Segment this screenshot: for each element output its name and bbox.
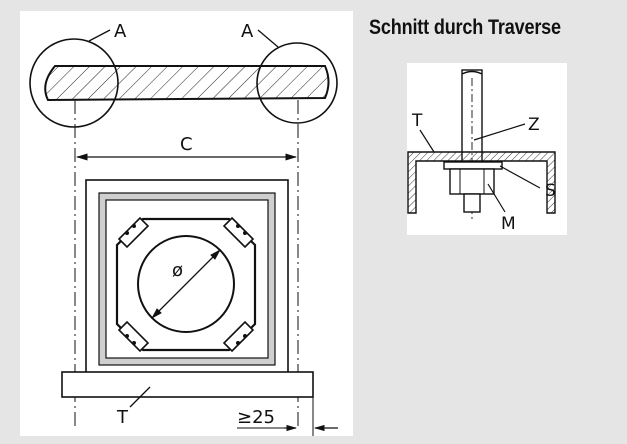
detail-circle-left (29, 38, 119, 128)
label-section-t: T (411, 111, 423, 131)
label-min-distance: ≥25 (237, 407, 275, 428)
label-dimension-c: C (180, 134, 193, 155)
leader-traverse (129, 386, 151, 408)
washer (443, 161, 503, 170)
label-section-s: S (545, 181, 556, 201)
leader-section-m (487, 183, 506, 213)
bracket-screws (125, 224, 247, 345)
rod-break (461, 70, 483, 75)
detail-circle-right (256, 42, 338, 124)
nut (449, 168, 495, 195)
label-diameter: ø (172, 260, 183, 281)
leader-section-t (419, 129, 435, 153)
label-detail-right: A (241, 21, 254, 42)
diameter-line (151, 249, 221, 319)
leader-detail-left (88, 29, 111, 42)
leader-detail-right (257, 29, 279, 48)
leader-section-z (473, 123, 526, 141)
label-detail-left: A (114, 21, 127, 42)
section-detail-panel (407, 63, 567, 235)
u-profile-traverse (407, 151, 556, 214)
label-section-m: M (501, 214, 516, 234)
corner-brackets (117, 216, 255, 353)
leader-section-s (499, 165, 541, 189)
section-title: Schnitt durch Traverse (369, 16, 561, 39)
label-traverse: T (116, 407, 129, 428)
traverse-base (61, 371, 314, 398)
label-section-z: Z (528, 115, 540, 135)
traverse-beam-top (44, 65, 330, 102)
rod-end (463, 193, 481, 213)
